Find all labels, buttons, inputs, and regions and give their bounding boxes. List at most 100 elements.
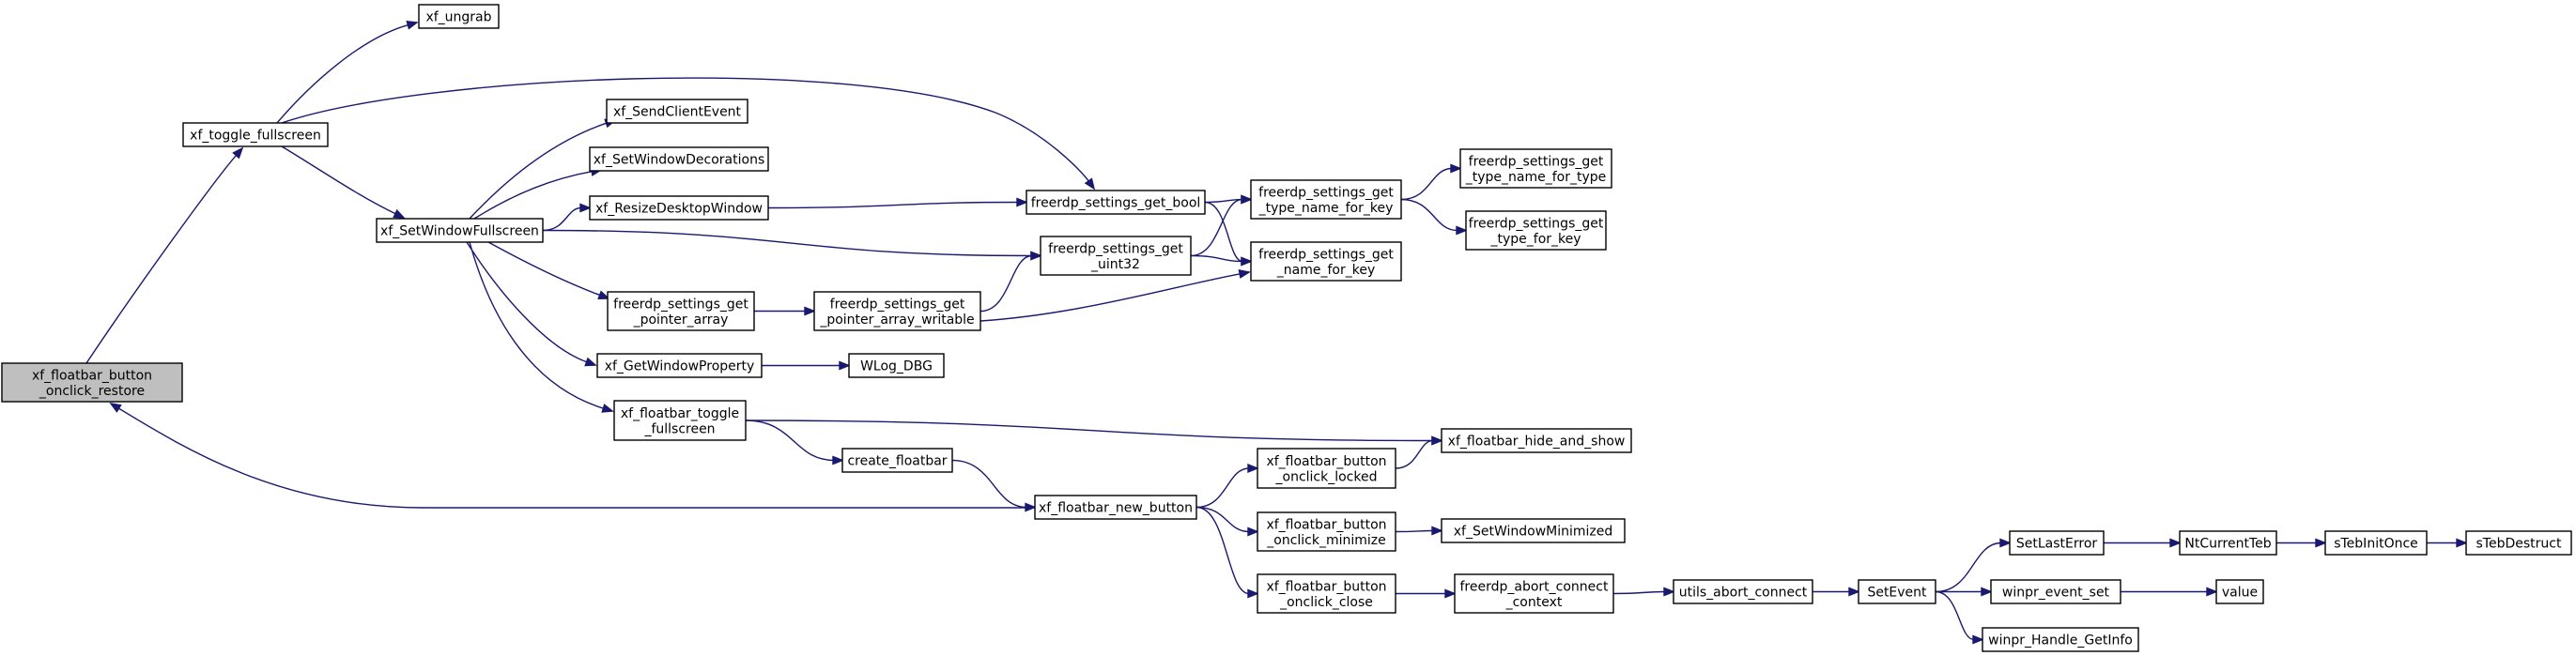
node-get-pointer-array[interactable]: freerdp_settings_get_pointer_array <box>607 291 755 331</box>
node-value[interactable]: value <box>2215 579 2264 604</box>
node-utils-abort-connect[interactable]: utils_abort_connect <box>1673 579 1813 604</box>
node-create-floatbar[interactable]: create_floatbar <box>841 448 953 473</box>
node-box <box>596 353 763 378</box>
node-box <box>2465 530 2572 556</box>
edge-setevent-to-winpr_event_set <box>1936 587 1993 597</box>
edge-line <box>1190 198 1243 257</box>
node-label: xf_SetWindowMinimized <box>1454 525 1613 540</box>
edge-onclick_locked-to-hide_and_show <box>1395 435 1443 469</box>
node-setevent[interactable]: SetEvent <box>1858 579 1936 604</box>
node-get-name-for-key[interactable]: freerdp_settings_get_name_for_key <box>1250 241 1402 282</box>
arrowhead <box>1247 526 1259 537</box>
node-label: freerdp_settings_get <box>1469 216 1604 231</box>
node-box <box>1858 579 1936 604</box>
node-setlasterror[interactable]: SetLastError <box>2009 530 2105 556</box>
node-setwindowminimized[interactable]: xf_SetWindowMinimized <box>1441 518 1626 543</box>
edge-setlasterror-to-ntcurrentteb <box>2104 538 2182 548</box>
node-hide-and-show[interactable]: xf_floatbar_hide_and_show <box>1441 428 1632 453</box>
edge-floatbar_new_button-to-onclick_close <box>1195 506 1259 599</box>
node-label: SetLastError <box>2016 537 2098 552</box>
arrowhead <box>1084 177 1096 191</box>
node-label: xf_ResizeDesktopWindow <box>595 202 763 217</box>
edge-line <box>1195 506 1250 595</box>
node-label: _onclick_restore <box>39 384 145 399</box>
edge-resizedesktopwindow-to-get_bool <box>767 197 1028 209</box>
edge-get_pointer_array-to-get_pointer_array_writable <box>754 306 816 316</box>
node-label: value <box>2222 586 2258 601</box>
arrowhead <box>1848 587 1860 597</box>
node-onclick-locked[interactable]: xf_floatbar_button_onclick_locked <box>1257 448 1396 489</box>
edge-setwindowfullscreen-to-floatbar_toggle_fullscreen <box>469 241 614 413</box>
node-onclick-close[interactable]: xf_floatbar_button_onclick_close <box>1257 573 1396 614</box>
node-box <box>1441 428 1632 453</box>
node-box <box>1990 579 2121 604</box>
edge-line <box>1935 590 1975 641</box>
node-winpr-handle-getinfo[interactable]: winpr_Handle_GetInfo <box>1982 627 2139 652</box>
node-label: xf_floatbar_button <box>1266 517 1386 532</box>
node-label: freerdp_settings_get <box>1469 154 1604 169</box>
node-box <box>2009 530 2105 556</box>
node-get-type-for-key[interactable]: freerdp_settings_get_type_for_key <box>1465 210 1607 251</box>
node-label: _uint32 <box>1090 257 1140 272</box>
node-box <box>1026 190 1206 215</box>
edge-line <box>1400 167 1453 201</box>
edge-line <box>979 273 1242 322</box>
node-label: xf_floatbar_button <box>32 368 152 383</box>
arrowhead <box>232 146 244 160</box>
node-getwindowproperty[interactable]: xf_GetWindowProperty <box>596 353 763 378</box>
node-ntcurrentteb[interactable]: NtCurrentTeb <box>2179 530 2277 556</box>
node-get-uint32[interactable]: freerdp_settings_get_uint32 <box>1040 236 1192 276</box>
node-get-type-name-for-type[interactable]: freerdp_settings_get_type_name_for_type <box>1459 148 1612 189</box>
node-sendclientevent[interactable]: xf_SendClientEvent <box>606 99 748 124</box>
edge-get_pointer_array_writable-to-get_name_for_key <box>979 269 1251 322</box>
node-stebdestruct[interactable]: sTebDestruct <box>2465 530 2572 556</box>
node-setwindowfullscreen[interactable]: xf_SetWindowFullscreen <box>376 218 544 243</box>
arrowhead <box>1247 463 1259 474</box>
node-setwindowdecorations[interactable]: xf_SetWindowDecorations <box>589 146 769 172</box>
node-label: _fullscreen <box>643 421 715 436</box>
node-toggle-fullscreen[interactable]: xf_toggle_fullscreen <box>182 122 329 147</box>
node-get-type-name-for-key[interactable]: freerdp_settings_get_type_name_for_key <box>1250 179 1402 220</box>
node-resizedesktopwindow[interactable]: xf_ResizeDesktopWindow <box>589 195 769 221</box>
node-abort-connect-context[interactable]: freerdp_abort_connect_context <box>1454 573 1614 614</box>
node-box <box>1982 627 2139 652</box>
node-winpr-event-set[interactable]: winpr_event_set <box>1990 579 2121 604</box>
edge-setwindowfullscreen-to-getwindowproperty <box>466 241 597 367</box>
node-ungrab[interactable]: xf_ungrab <box>418 4 500 29</box>
node-label: freerdp_settings_get <box>1048 241 1183 256</box>
node-wlog-dbg[interactable]: WLog_DBG <box>848 353 945 378</box>
node-label: _onclick_close <box>1279 595 1373 610</box>
node-label: xf_SetWindowDecorations <box>594 153 765 168</box>
node-label: freerdp_abort_connect <box>1460 579 1609 594</box>
edge-line <box>1400 198 1458 232</box>
node-floatbar-new-button[interactable]: xf_floatbar_new_button <box>1034 495 1197 520</box>
arrowhead <box>804 306 816 316</box>
arrowhead <box>1016 197 1028 207</box>
node-floatbar-toggle-fullscreen[interactable]: xf_floatbar_toggle_fullscreen <box>613 400 747 441</box>
edge-line <box>117 407 1035 509</box>
arrowhead <box>2169 538 2182 548</box>
edge-line <box>1612 590 1666 595</box>
arrowhead <box>1972 634 1984 645</box>
arrowhead <box>1999 538 2012 548</box>
edge-utils_abort_connect-to-setevent <box>1812 587 1860 597</box>
node-box <box>376 218 544 243</box>
edge-line <box>281 145 397 215</box>
node-root[interactable]: xf_floatbar_button_onclick_restore <box>1 362 183 403</box>
node-label: xf_SetWindowFullscreen <box>380 224 539 239</box>
arrowhead <box>109 403 122 413</box>
edge-onclick_close-to-abort_connect_context <box>1396 588 1457 599</box>
node-get-bool[interactable]: freerdp_settings_get_bool <box>1026 190 1206 215</box>
arrowhead <box>1663 587 1675 597</box>
node-onclick-minimize[interactable]: xf_floatbar_button_onclick_minimize <box>1257 511 1396 552</box>
node-get-pointer-array-writable[interactable]: freerdp_settings_get_pointer_array_writa… <box>813 291 981 331</box>
arrowhead <box>1431 435 1443 446</box>
node-label: _pointer_array_writable <box>819 313 974 328</box>
node-box <box>2324 530 2428 556</box>
edge-abort_connect_context-to-utils_abort_connect <box>1612 587 1675 597</box>
node-label: xf_ungrab <box>425 10 491 25</box>
node-stebinitonce[interactable]: sTebInitOnce <box>2324 530 2428 556</box>
edge-line <box>745 420 835 462</box>
